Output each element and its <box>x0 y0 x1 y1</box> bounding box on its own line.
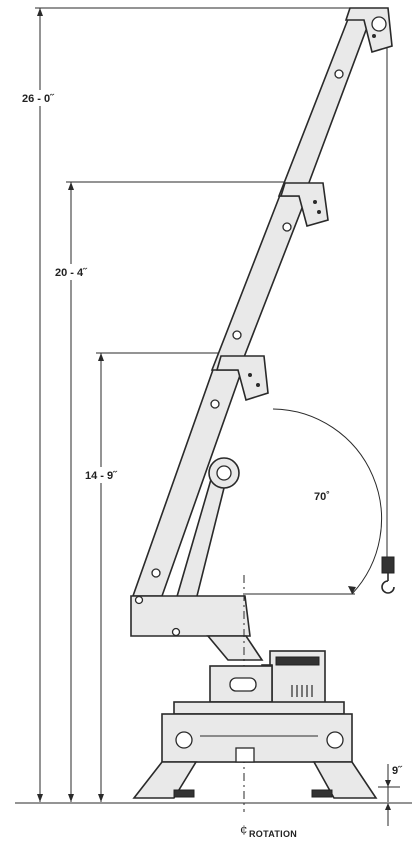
hook-block <box>381 556 395 594</box>
ground-clearance-label: 9˝ <box>392 765 403 777</box>
outrigger-left <box>132 761 198 799</box>
dimension-height-low <box>96 352 232 802</box>
height-full-label: 26 - 0˝ <box>22 93 55 105</box>
telescoping-boom <box>131 7 393 597</box>
carrier-base <box>161 665 353 763</box>
lift-cylinder <box>174 457 240 601</box>
centerline-symbol: ¢ <box>240 822 248 836</box>
crane-turret <box>130 595 264 661</box>
dimension-height-full <box>35 7 360 802</box>
dimension-ground-clearance <box>378 764 400 826</box>
height-mid-label: 20 - 4˝ <box>55 267 88 279</box>
boom-angle-label: 70˚ <box>314 491 330 503</box>
boom-angle-arc <box>245 408 383 595</box>
rotation-label: ROTATION <box>249 829 297 839</box>
outrigger-right <box>311 761 378 799</box>
height-low-label: 14 - 9˝ <box>85 470 118 482</box>
dimension-height-mid <box>66 181 292 802</box>
